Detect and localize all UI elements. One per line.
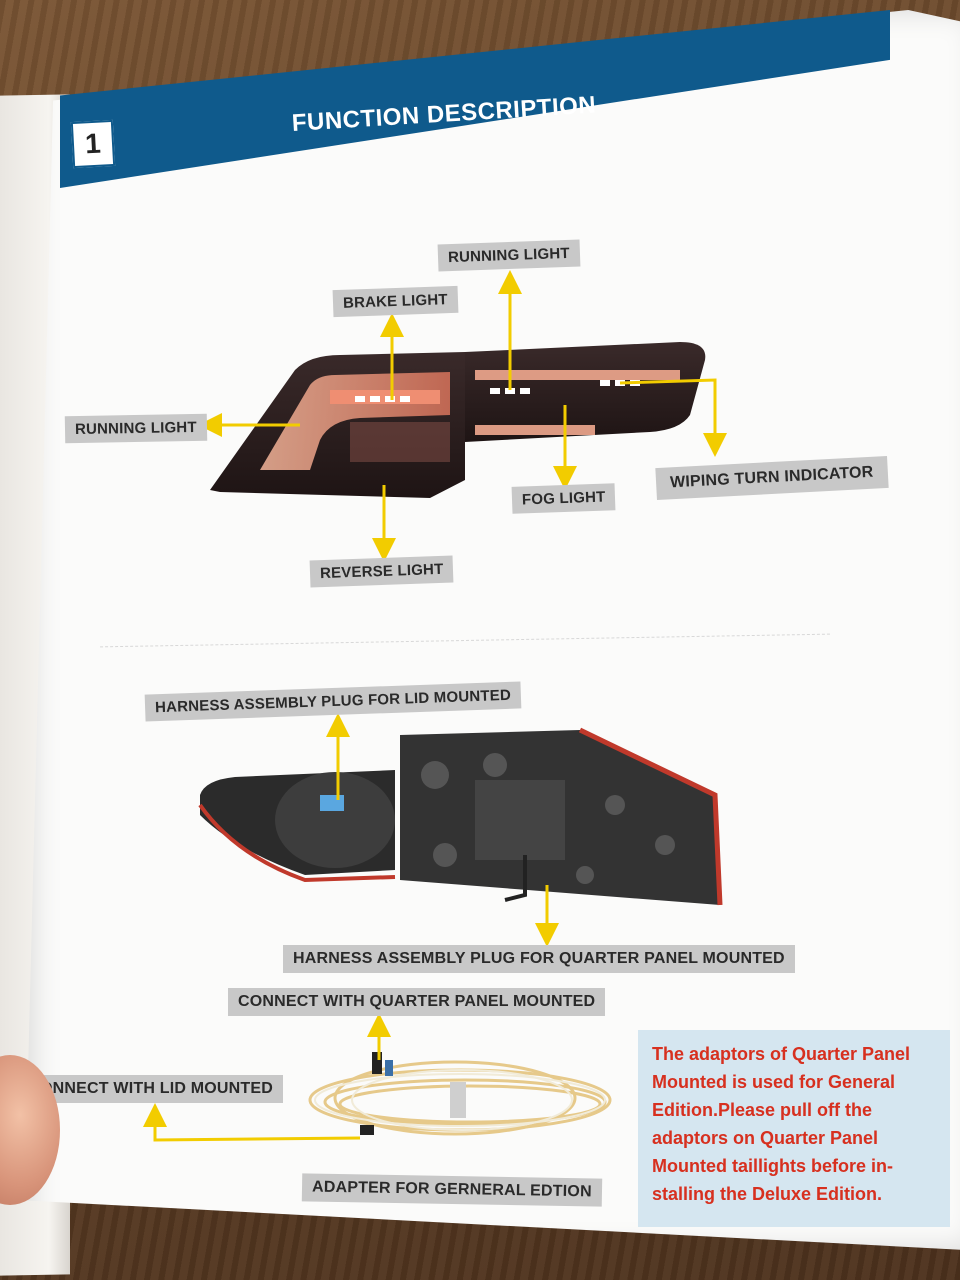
label-harness-quarter: HARNESS ASSEMBLY PLUG FOR QUARTER PANEL …: [283, 945, 795, 973]
label-connect-quarter: CONNECT WITH QUARTER PANEL MOUNTED: [228, 988, 606, 1016]
note-line: Edition.Please pull off the: [652, 1100, 873, 1120]
label-running-light-left: RUNNING LIGHT: [64, 413, 207, 444]
note-line: The adaptors of Quarter Panel: [652, 1044, 911, 1064]
note-line: Mounted taillights before in-: [652, 1156, 893, 1176]
label-fog-light: FOG LIGHT: [511, 483, 616, 514]
label-reverse-light: REVERSE LIGHT: [309, 555, 454, 588]
label-connect-lid: ONNECT WITH LID MOUNTED: [20, 1075, 284, 1103]
taillight-back-image: [198, 727, 723, 906]
taillight-front-image: [210, 342, 706, 498]
label-adapter: ADAPTER FOR GERNERAL EDTION: [301, 1173, 603, 1207]
label-running-light-top: RUNNING LIGHT: [437, 239, 581, 272]
label-brake-light: BRAKE LIGHT: [332, 285, 459, 318]
note-line: stalling the Deluxe Edition.: [652, 1184, 883, 1204]
wire-harness-image: [308, 1052, 612, 1136]
adaptor-note: The adaptors of Quarter Panel Mounted is…: [638, 1030, 950, 1227]
note-line: Mounted is used for General: [652, 1072, 896, 1092]
note-line: adaptors on Quarter Panel: [652, 1128, 879, 1148]
